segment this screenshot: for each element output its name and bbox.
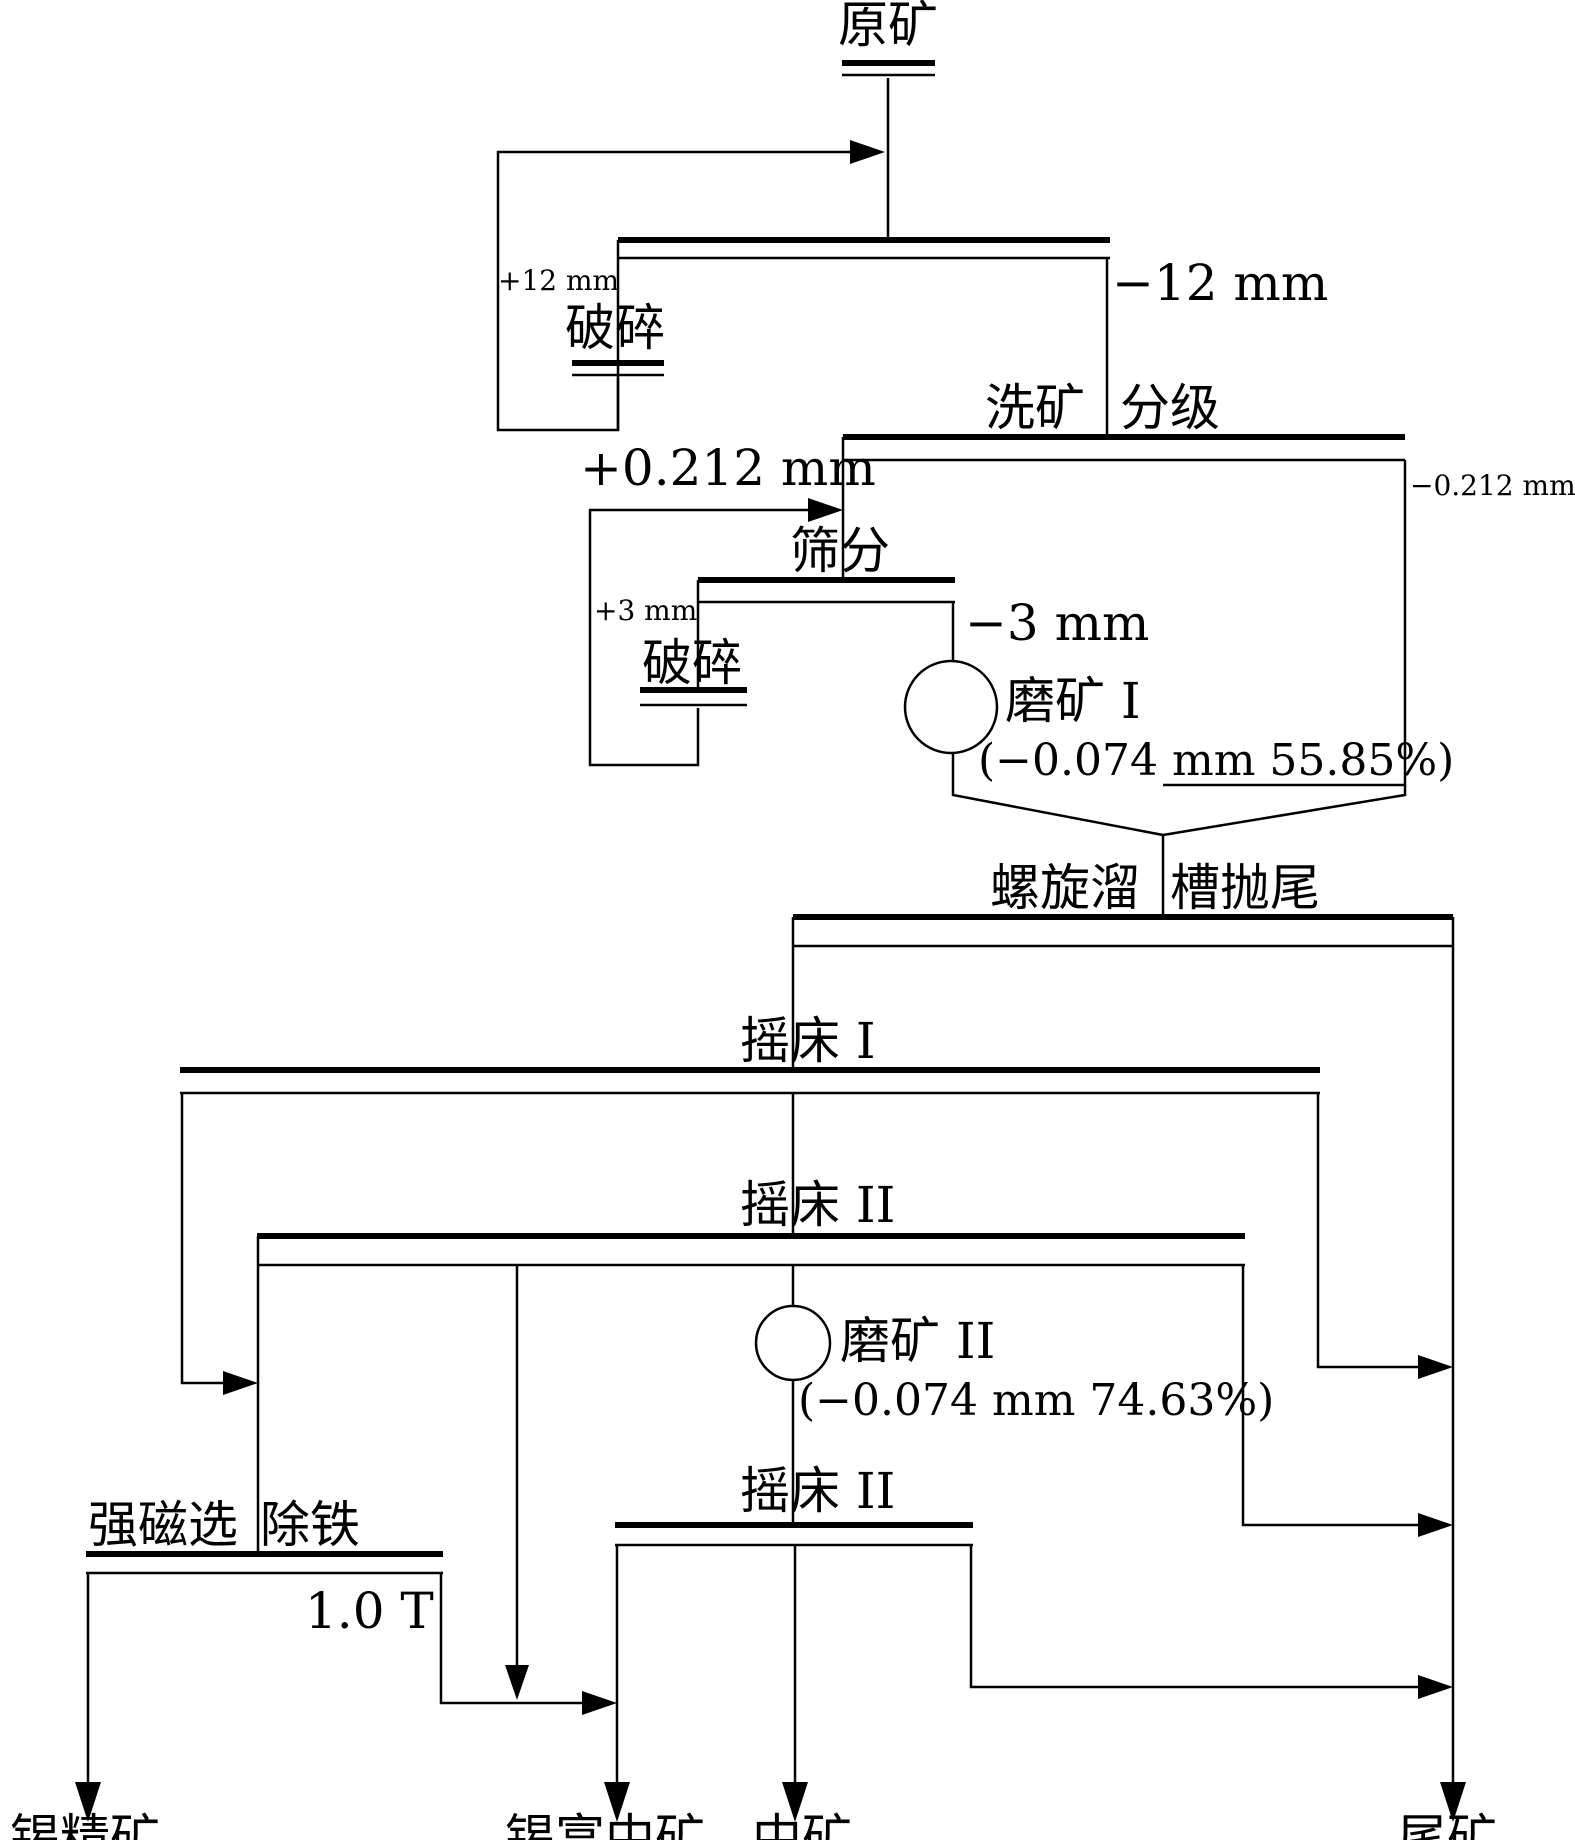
minus-0212mm-label: −0.212 mm bbox=[1410, 469, 1575, 502]
table-1-concentrate-arrow bbox=[223, 1371, 258, 1395]
magnetic-label-1: 强磁选 bbox=[88, 1496, 238, 1554]
table-1-tailings-arrow bbox=[1418, 1355, 1453, 1379]
crushing-2-label: 破碎 bbox=[642, 634, 742, 692]
field-strength-label: 1.0 T bbox=[305, 1582, 434, 1640]
middling-label: 中矿 bbox=[752, 1809, 852, 1840]
table-2b-tailings-arrow bbox=[1418, 1675, 1453, 1699]
grinding-1-fineness: (−0.074 mm 55.85%) bbox=[978, 735, 1454, 786]
grading-label: 分级 bbox=[1120, 379, 1220, 437]
grinding-2-mill bbox=[754, 1304, 832, 1382]
tin-concentrate-arrow bbox=[75, 1782, 101, 1822]
plus-3mm-label: +3 mm bbox=[594, 594, 697, 627]
spiral-chute-label-2: 槽抛尾 bbox=[1170, 859, 1320, 917]
table-2a-label: 摇床 II bbox=[740, 1176, 895, 1234]
grinding-1-label: 磨矿 I bbox=[1005, 672, 1141, 730]
grinding-2-fineness: (−0.074 mm 74.63%) bbox=[798, 1375, 1274, 1426]
grinding-2-label: 磨矿 II bbox=[840, 1312, 995, 1370]
table-2a-tailings-line bbox=[1241, 1265, 1420, 1527]
middling-arrow bbox=[782, 1782, 808, 1822]
magnetic-nonmag-line bbox=[439, 1573, 585, 1705]
recycle-arrow-2 bbox=[808, 498, 843, 522]
raw-ore-label: 原矿 bbox=[838, 0, 938, 54]
table-2b-label: 摇床 II bbox=[740, 1462, 895, 1520]
screening-label: 筛分 bbox=[790, 522, 890, 580]
washing-label: 洗矿 bbox=[985, 379, 1085, 437]
tin-rich-middling-arrow bbox=[604, 1782, 630, 1822]
tin-concentrate-label: 锡精矿 bbox=[10, 1809, 160, 1840]
grinding-1-discharge-line bbox=[951, 753, 1164, 837]
table-2a-tailings-arrow bbox=[1418, 1513, 1453, 1537]
tin-rich-middling-label: 锡富中矿 bbox=[505, 1809, 705, 1840]
table-2b-tailings-line bbox=[969, 1545, 1420, 1689]
magnetic-label-2: 除铁 bbox=[260, 1496, 360, 1554]
recycle-arrow-1 bbox=[850, 140, 885, 164]
plus-0212mm-label: +0.212 mm bbox=[580, 439, 876, 497]
table-1-concentrate-line bbox=[180, 1093, 230, 1385]
minus-12mm-label: −12 mm bbox=[1112, 254, 1328, 312]
crushing-1-label: 破碎 bbox=[565, 299, 665, 357]
crushing-2-recycle-line bbox=[588, 508, 815, 767]
plus-12mm-label: +12 mm bbox=[498, 264, 619, 297]
grinding-1-mill bbox=[903, 659, 999, 755]
tailings-label: 尾矿 bbox=[1397, 1809, 1497, 1840]
table-2a-middling-arrow bbox=[505, 1665, 529, 1700]
tailings-arrow bbox=[1440, 1782, 1466, 1822]
table-1-label: 摇床 I bbox=[740, 1012, 876, 1070]
minus-3mm-label: −3 mm bbox=[965, 594, 1149, 652]
table-1-tailings-line bbox=[1316, 1093, 1420, 1369]
magnetic-nonmag-arrow bbox=[582, 1691, 617, 1715]
crushing-1-recycle-line bbox=[496, 150, 860, 432]
spiral-chute-label-1: 螺旋溜 bbox=[990, 859, 1140, 917]
